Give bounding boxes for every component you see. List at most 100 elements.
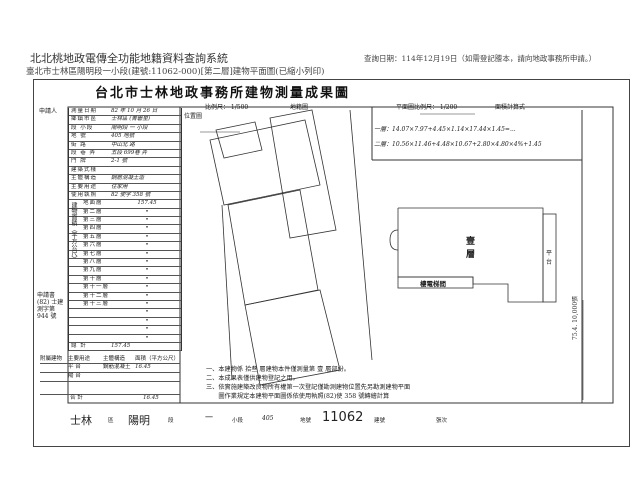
- location-map-label: 位置圖: [184, 113, 203, 120]
- floor-plan: [389, 207, 557, 303]
- annex-structure: [103, 373, 135, 381]
- annex-use: 陽 台: [68, 373, 81, 379]
- footer-sheet-label: 張次: [436, 418, 448, 424]
- floor-area: •: [145, 317, 149, 324]
- floor-area: •: [145, 225, 149, 232]
- floor-area: •: [145, 208, 149, 215]
- floor-name: 第十一層: [83, 284, 110, 291]
- info-key: 主要用途: [71, 183, 98, 190]
- info-row: 建築式樣: [69, 166, 181, 176]
- annex-structure: 鋼筋混凝土: [103, 364, 131, 370]
- area-formula-1: 一層：14.07×7.97+4.45×1.14×17.44×1.45=...: [374, 126, 516, 133]
- floor-row: 第七層•: [69, 250, 181, 260]
- floor-name: 第四層: [83, 225, 103, 232]
- info-row: 鄉鎮市區 士林區 (菁礐里): [69, 116, 181, 125]
- info-key: 建築式樣: [71, 166, 98, 173]
- info-row: 測量日期 82 年 10 月 26 日: [69, 108, 181, 117]
- floor-row: 第十一層•: [69, 284, 181, 293]
- info-value: 405 地號: [111, 133, 135, 140]
- info-key: 鄉鎮市區: [71, 116, 98, 123]
- info-row: 使用執照 82 使字 358 號: [69, 191, 181, 201]
- applicant-label: 申請人: [39, 108, 58, 115]
- floor-name: 第二層: [83, 208, 103, 215]
- floor-name: [69, 309, 113, 316]
- floor-area: 157.45: [137, 200, 157, 207]
- floor-area: •: [145, 334, 149, 341]
- floor-area: •: [145, 233, 149, 240]
- location-plan: [209, 109, 373, 386]
- floor-name: [69, 335, 113, 342]
- info-key: 測量日期: [71, 108, 98, 114]
- document-frame: [33, 79, 630, 447]
- note-line: 三、依實施建築改良物所有權第一次登記僅勘測建物位置先另勘測建物平面: [206, 384, 411, 391]
- application-number: 申請書 (82) 士建測字第 944 號: [37, 292, 64, 320]
- info-row: 段 巷 弄五段 699巷 弄: [69, 149, 181, 159]
- floor-row: 第二層 •: [69, 208, 181, 218]
- floor-plan-scale: 平面圖比例尺： 1/200: [396, 104, 458, 111]
- page-subtitle: 臺北市士林區陽明段一小段(建號:11062-000)[第二層]建物平面圖(已縮小…: [26, 67, 325, 77]
- footer-parcel: 405: [262, 415, 274, 422]
- info-value: 五段 699巷 弄: [111, 149, 147, 156]
- side-mark: 75.4. 10,000張: [572, 295, 579, 340]
- floor-area: •: [145, 267, 149, 274]
- info-value: 82 年 10 月 26 日: [111, 108, 158, 114]
- floor-name: 第十三層: [83, 300, 110, 307]
- floor-name: 第三層: [83, 217, 103, 224]
- annex-header: 附屬建物 主要用途 主體構造 面積（平方公尺）: [40, 356, 180, 364]
- footer-parcel-suffix: 地號: [300, 418, 312, 424]
- floor-name: 第八層: [83, 259, 103, 266]
- footer-building-suffix: 建號: [374, 418, 386, 424]
- info-row: 主要用途 住家用: [69, 184, 181, 192]
- floor-area: •: [145, 250, 149, 257]
- document-title: 台北市士林地政事務所建物測量成果圖: [95, 86, 351, 101]
- footer-subsection-suffix: 小段: [232, 418, 244, 424]
- query-date: 查詢日期：114年12月19日（如需登記謄本，請向地政事務所申請。）: [364, 54, 597, 63]
- footer-section-suffix: 段: [168, 418, 174, 424]
- info-value: 2-1 號: [111, 158, 128, 165]
- floor-name: [69, 318, 113, 325]
- area-calc-label: 面積計算式: [495, 104, 526, 111]
- floor-row: 第五層 •: [69, 233, 181, 243]
- annex-total: 合 計 16.45: [40, 394, 180, 402]
- floor-row: •: [69, 309, 181, 318]
- floor-area: •: [145, 217, 149, 224]
- floor-row: 第九層•: [69, 267, 181, 276]
- info-row: 段 小段陽明段 一 小段: [69, 124, 181, 134]
- floor-row: 第六層 •: [69, 242, 181, 251]
- footer-district-suffix: 區: [108, 418, 114, 424]
- elevator-label: 樓電梯間: [420, 280, 446, 288]
- floor-row: 第四層 •: [69, 225, 181, 234]
- floor-row: 第三層 •: [69, 217, 181, 226]
- parcel-map-label: 地籍圖: [290, 104, 309, 111]
- footer-building-no: 11062: [322, 410, 364, 425]
- footer-section: 陽明: [128, 414, 150, 427]
- footer-district: 士林: [70, 414, 92, 427]
- info-row: 主體構造鋼筋混凝土造: [69, 175, 181, 184]
- info-value: 士林區 (菁礐里): [111, 116, 151, 123]
- floor-row: 第八層•: [69, 259, 181, 268]
- location-scale: 比例尺： 1/500: [205, 104, 249, 111]
- floor-area: •: [145, 309, 149, 316]
- floor-name: 第六層: [83, 242, 103, 249]
- note-line: 一、本建物係 拾叁 層建物本件僅測量第 壹 層部份。: [206, 366, 350, 373]
- info-value: 陽明段 一 小段: [111, 124, 148, 131]
- info-key: 使用執照: [71, 191, 98, 198]
- footer-subsection: 一: [205, 413, 213, 422]
- floor-row: 第十二層•: [69, 293, 181, 301]
- info-row: 街 路中山北 路: [69, 142, 181, 150]
- info-value: 住家用: [111, 183, 128, 190]
- floor-name: 第五層: [83, 233, 103, 240]
- floor-row: 第十層•: [69, 276, 181, 285]
- info-value: 82 使字 358 號: [111, 191, 151, 198]
- info-value: [111, 167, 181, 174]
- floor-name: 第十二層: [83, 292, 110, 299]
- floor-area: •: [145, 326, 149, 333]
- info-key: 街 路: [71, 141, 87, 148]
- floor-area: •: [145, 242, 149, 249]
- floor-row: 第十三層•: [69, 300, 181, 310]
- floor-name: [69, 326, 113, 333]
- floor-row: •: [69, 317, 181, 327]
- area-unit-label: 建物面積（平方公尺）: [70, 202, 77, 262]
